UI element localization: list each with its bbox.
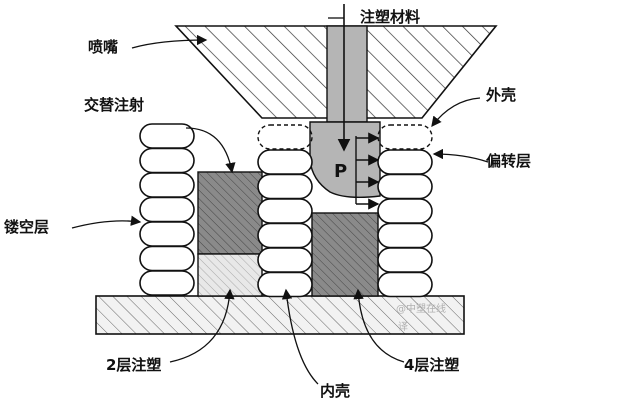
coil-left-7: [139, 270, 195, 296]
nozzle-leader: [131, 34, 208, 49]
label-outer-shell: 外壳: [485, 86, 516, 104]
coil-left-1: [139, 123, 195, 149]
watermark-line2: 译: [398, 321, 408, 333]
outer-shell-leader: [431, 97, 481, 128]
material-channel: [326, 25, 368, 123]
dashed-coil-middle: [257, 124, 313, 150]
label-nozzle: 喷嘴: [88, 38, 118, 56]
coil-right-3: [377, 198, 433, 224]
coil-stacks: [139, 123, 433, 298]
dashed-coil-right: [377, 124, 433, 150]
label-material: 注塑材料: [360, 8, 420, 26]
coil-middle-4: [257, 222, 313, 249]
coil-middle-6: [257, 271, 313, 298]
coil-right-1: [377, 149, 433, 175]
label-four-layer: 4层注塑: [404, 356, 459, 374]
coil-left-4: [139, 196, 195, 223]
right-dark-block: [311, 212, 379, 297]
coil-right-5: [377, 247, 433, 273]
label-hollow: 镂空层: [4, 218, 49, 236]
coil-right-2: [377, 173, 433, 200]
coil-left-2: [139, 147, 195, 174]
coil-middle-1: [257, 149, 313, 175]
inner-shell-leader: [281, 288, 319, 385]
pressure-label: P: [334, 161, 347, 182]
material-bulb: [309, 121, 381, 199]
label-inner-shell: 内壳: [320, 382, 350, 400]
two-layer-leader: [169, 288, 235, 363]
label-deflection: 偏转层: [486, 152, 531, 170]
alternate-leader: [185, 127, 236, 174]
label-alternate: 交替注射: [84, 96, 144, 114]
coil-left-5: [139, 221, 195, 247]
hollow-leader: [71, 215, 142, 229]
coil-left-3: [139, 172, 195, 198]
label-two-layer: 2层注塑: [106, 356, 161, 374]
left-light-block: [197, 253, 263, 297]
watermark-line1: @中塑在线: [396, 302, 446, 315]
four-layer-leader: [353, 288, 405, 363]
base-plate: [95, 295, 465, 335]
coil-middle-3: [257, 198, 313, 224]
coil-left-6: [139, 245, 195, 272]
coil-right-4: [377, 222, 433, 249]
deflection-leader: [432, 148, 489, 163]
coil-middle-5: [257, 247, 313, 273]
coil-right-6: [377, 271, 433, 298]
left-dark-block: [197, 171, 263, 255]
coil-middle-2: [257, 173, 313, 200]
